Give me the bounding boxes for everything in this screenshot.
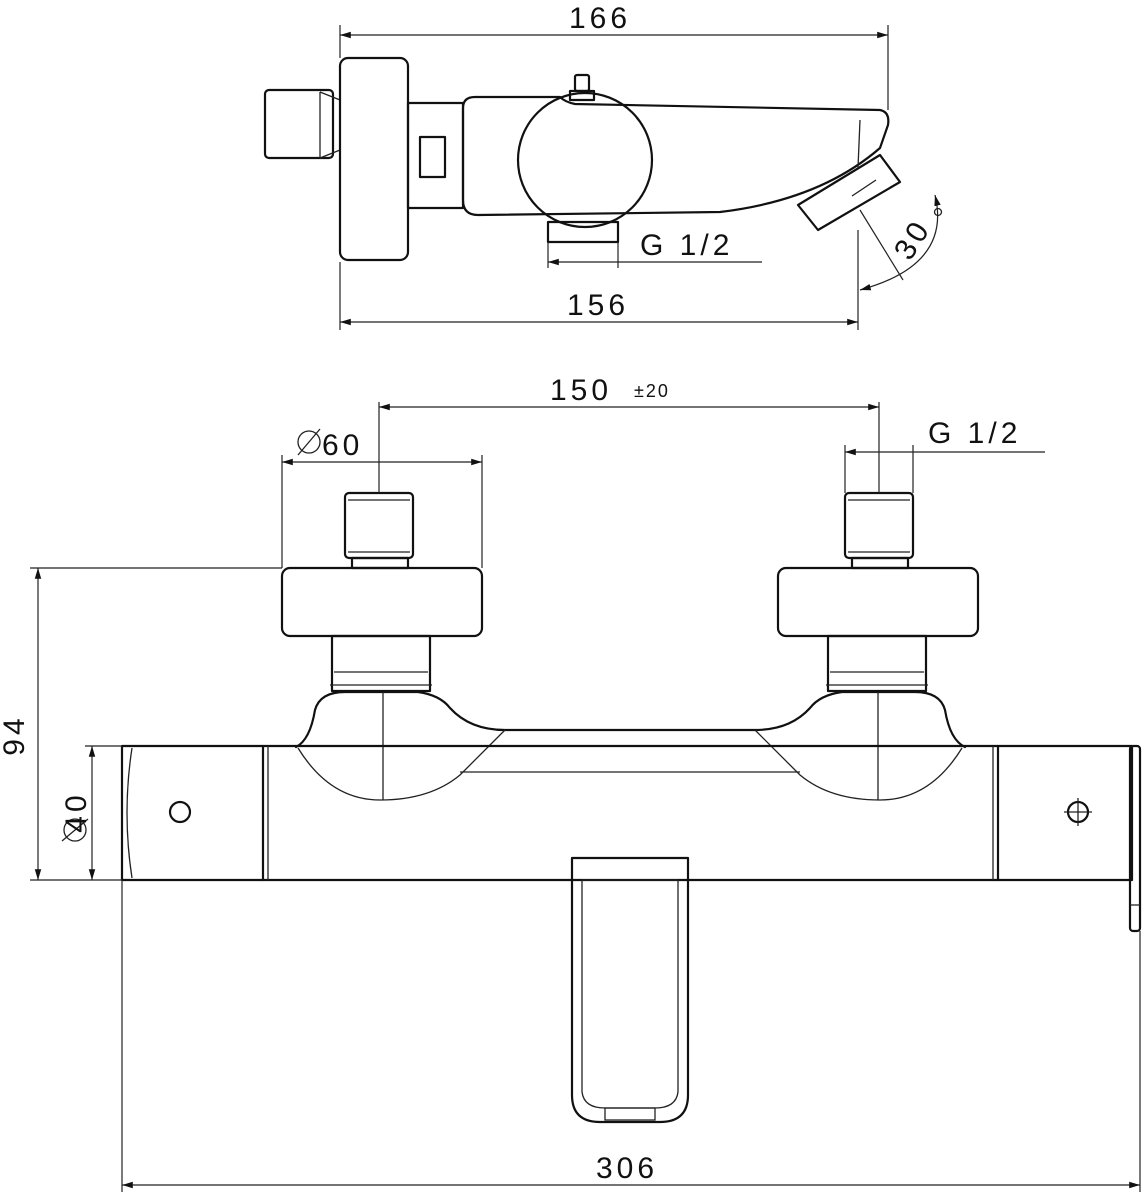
front-left-nut — [343, 491, 415, 570]
top-thermostat-knob — [516, 91, 654, 229]
label-60: 60 — [322, 429, 363, 462]
top-view: 166 G 1/2 156 30 — [263, 2, 943, 330]
left-screw-icon — [168, 800, 192, 824]
front-right-connector — [826, 634, 928, 693]
top-dim-166: 166 — [339, 2, 889, 110]
front-dim-306: 306 — [121, 880, 1141, 1192]
diameter-icon — [61, 818, 89, 842]
front-spout — [570, 856, 690, 1124]
diameter-icon — [297, 428, 321, 456]
label-40: 40 — [60, 791, 93, 832]
label-30: 30 — [888, 213, 938, 266]
front-right-nut — [843, 491, 915, 570]
label-front-g-half: G 1/2 — [928, 417, 1021, 450]
top-inlet-stub — [546, 220, 620, 244]
top-connector — [406, 101, 465, 210]
front-right-escutcheon — [776, 566, 980, 638]
front-left-escutcheon — [280, 566, 484, 638]
top-spout-outlet — [796, 119, 902, 232]
front-dim-thread: G 1/2 — [844, 417, 1045, 493]
label-156: 156 — [567, 289, 629, 322]
top-escutcheon — [338, 56, 410, 262]
front-left-connector — [330, 634, 432, 693]
label-94: 94 — [0, 714, 31, 755]
front-dim-diameter-60: 60 — [281, 428, 483, 568]
front-view: 150 ±20 60 G 1/2 94 — [0, 374, 1142, 1192]
degree-icon — [933, 207, 943, 217]
front-bridge — [294, 690, 967, 749]
front-dim-150: 150 ±20 — [378, 374, 880, 493]
front-main-body — [120, 744, 1134, 882]
top-pin — [568, 73, 596, 102]
top-body — [461, 95, 890, 217]
top-dim-thread: G 1/2 — [547, 229, 762, 268]
front-right-handle-side — [1128, 744, 1142, 933]
top-dim-angle: 30 — [859, 194, 943, 291]
front-dim-diameter-40: 40 — [60, 745, 122, 880]
label-top-g-half: G 1/2 — [640, 229, 733, 262]
top-wall-nut — [263, 88, 341, 160]
label-tolerance: ±20 — [634, 381, 670, 401]
label-306: 306 — [596, 1152, 658, 1185]
front-dim-94: 94 — [0, 567, 282, 881]
top-dim-156: 156 — [339, 230, 859, 330]
label-150: 150 — [550, 374, 612, 407]
right-crosshair-screw-icon — [1064, 798, 1092, 826]
label-166: 166 — [569, 2, 631, 35]
